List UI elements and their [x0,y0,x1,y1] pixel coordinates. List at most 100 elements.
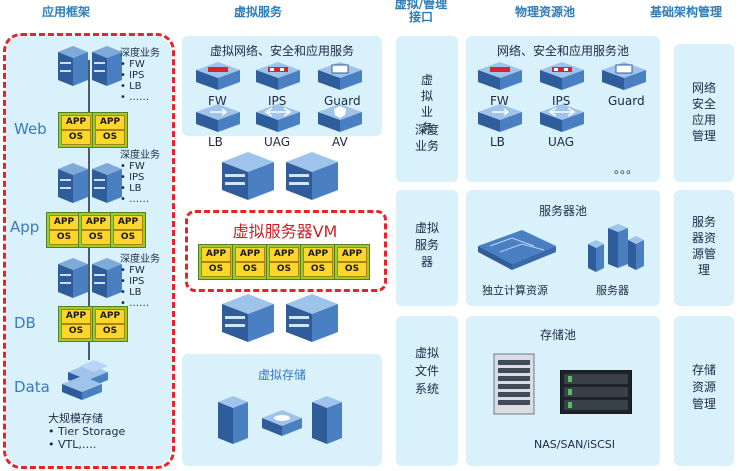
large-storage-title: 大规模存储 [48,412,103,425]
deep-service-item: • LB [120,81,142,92]
header-virtual-mgmt-line2: 接口 [408,10,433,24]
chip-app: APP [337,247,367,262]
pool-load-balancer-icon [478,104,522,132]
infra-server-mgmt: 服务 器资 源管 理 [674,214,734,278]
chip-os: OS [61,324,91,339]
vm-title: 虚拟服务器VM [232,222,338,241]
db-server-icon-1 [58,258,88,298]
pool-label-fw: FW [490,94,509,108]
deep-service-item: • IPS [120,172,145,183]
interface-char: 业 [420,105,433,119]
vm-dashed-box [185,210,387,292]
header-infra-mgmt: 基础架构管理 [650,5,723,19]
chip-os: OS [49,230,79,245]
firewall-icon [196,62,240,90]
deep-service-label: 深度业务 [120,150,160,161]
virtual-network-title: 虚拟网络、安全和应用服务 [209,44,354,58]
storage-pool-title: 存储池 [540,328,577,342]
infra-text-line: 源管 [691,247,716,261]
deep-service-item: • FW [120,59,145,70]
pool-label-ips: IPS [552,94,571,108]
storage-protocol-label: NAS/SAN/iSCSI [534,438,616,451]
infra-storage-mgmt: 存储 资源 管理 [674,362,734,413]
deep-service-item: • FW [120,161,145,172]
deep-service-item: • …… [120,298,150,309]
uag-icon [256,104,300,132]
interface-char: 文 [414,364,427,378]
interface-deep-business: 深度 业务 [396,122,458,154]
infra-text-line: 资源 [691,380,716,394]
chip-app: APP [269,247,299,262]
interface-char: 务 [420,121,433,135]
deep-service-ips: IPS [129,276,145,287]
storage-cabinet-icon-1 [218,396,248,444]
storage-stack-icon [62,360,108,400]
pool-ips-icon [540,62,584,90]
header-virtual-mgmt-line1: 虚拟/管理 [394,0,448,11]
storage-item-vtl: VTL,…. [58,438,97,451]
infra-text-line: 器资 [691,231,716,245]
web-server-icon-2 [92,46,122,86]
server-label: 服务器 [596,284,629,297]
pool-uag-icon [540,104,584,132]
chip-app: APP [235,247,265,262]
infra-text-line: 网络 [691,81,716,95]
app-server-icon-1 [58,163,88,203]
chip-os: OS [81,230,111,245]
infra-text-line: 服务 [691,215,716,229]
storage-rack-icon [493,353,535,415]
interface-char: 拟 [420,89,433,103]
interface-char: 业 [414,139,427,153]
interface-panel-filesystem [396,316,458,466]
tier-label-db: DB [14,314,36,332]
tier-label-app: App [10,218,40,236]
chip-app: APP [95,309,125,324]
infra-text-line: 管理 [691,129,716,143]
infra-text-line: 安全 [691,97,716,111]
interface-panel-server [396,190,458,306]
app-server-icon-2 [92,163,122,203]
db-server-icon-2 [92,258,122,298]
pool-firewall-icon [478,62,522,90]
deep-service-ips: IPS [129,172,145,183]
interface-char: 系 [414,382,427,396]
infra-text-line: 存储 [691,363,716,377]
infra-text-line: 应用 [691,113,716,127]
pool-label-uag: UAG [548,135,575,149]
interface-char: 服 [414,238,427,252]
interface-char: 务 [427,139,440,153]
chip-app: APP [61,309,91,324]
deep-service-ips: IPS [129,70,145,81]
deep-service-lb: LB [129,287,142,298]
chip-os: OS [95,130,125,145]
deep-service-fw: FW [129,161,145,172]
interface-char: 虚 [420,73,433,87]
pool-label-guard: Guard [608,94,645,108]
deep-service-item: • IPS [120,70,145,81]
interface-char: 虚 [414,346,427,360]
interface-char: 虚 [414,221,427,235]
pool-label-more: 。。。 [614,162,639,176]
physical-server-icon [588,224,644,272]
deep-service-item: • …… [120,194,150,205]
chip-os: OS [303,262,333,277]
interface-char: 器 [420,255,433,269]
interface-panel-business [396,36,458,182]
antivirus-icon [318,104,362,132]
chip-app: APP [113,215,143,230]
web-deep-service-list: 深度业务 • FW • IPS • LB • …… [120,48,160,103]
tier-connector-line [88,60,90,360]
deep-service-more: …… [129,194,150,205]
compute-resource-label: 独立计算资源 [482,284,548,297]
infra-server-panel [674,190,734,306]
infra-text-line: 理 [697,263,710,277]
